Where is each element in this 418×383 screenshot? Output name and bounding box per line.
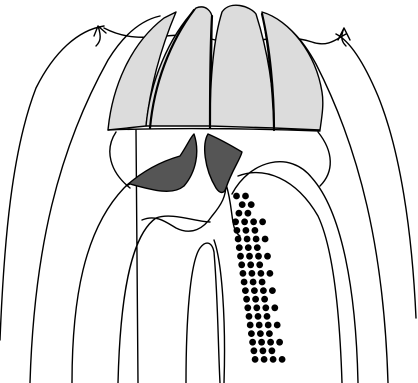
dot [240,270,247,277]
dot [255,253,262,260]
dot [247,261,254,268]
dot [261,356,268,363]
dot [243,227,250,234]
dot [249,270,256,277]
dot [236,244,243,251]
dot [259,218,266,225]
dot [279,356,286,363]
dot [236,210,243,217]
dot-cluster [232,193,285,363]
dot [267,339,274,346]
dot [238,261,245,268]
dot [258,339,265,346]
dot [260,287,267,294]
dot [259,279,266,286]
central-left-column [136,130,138,383]
dot [269,287,276,294]
dot [245,244,252,251]
dot [245,210,252,217]
dot [252,296,259,303]
dot [242,193,249,200]
dot [246,253,253,260]
dot [270,356,277,363]
dot [256,261,263,268]
dot [255,313,262,320]
dot [262,304,269,311]
right-inner-flank [318,132,330,186]
dot [271,304,278,311]
dot [244,236,251,243]
dot [252,227,259,234]
dot [248,330,255,337]
dot [237,253,244,260]
dot [265,322,272,329]
dot [251,347,258,354]
dark-lobes [126,134,242,193]
dot [262,236,269,243]
outer-right-contour [336,34,416,318]
left-collar [72,169,180,383]
center-left-stem [186,243,220,383]
dot [257,330,264,337]
dot [253,236,260,243]
dot [274,322,281,329]
dot [264,253,271,260]
dot [267,270,274,277]
dot [264,313,271,320]
dot [258,270,265,277]
dot [233,193,240,200]
dot [244,304,251,311]
dot [247,322,254,329]
dot [252,356,259,363]
dot [234,227,241,234]
dot [256,322,263,329]
dot [241,279,248,286]
dot [242,287,249,294]
dot [250,279,257,286]
seam-line [142,184,240,236]
dot [276,339,283,346]
dot [243,296,250,303]
dot [269,347,276,354]
left-inner-flank [110,132,130,188]
dot [261,296,268,303]
dot [250,218,257,225]
dot [232,218,239,225]
left-lobe-outline [118,216,210,383]
left-hook-icon [94,26,106,46]
dot [266,330,273,337]
dot [239,201,246,208]
dot [249,339,256,346]
dot [251,287,258,294]
dot [254,244,261,251]
dot [246,313,253,320]
dot [235,236,242,243]
dot [248,201,255,208]
outer-left-contour [0,26,104,340]
dot [253,304,260,311]
right-dark-lobe [205,134,242,193]
dot [241,218,248,225]
dot [260,347,267,354]
